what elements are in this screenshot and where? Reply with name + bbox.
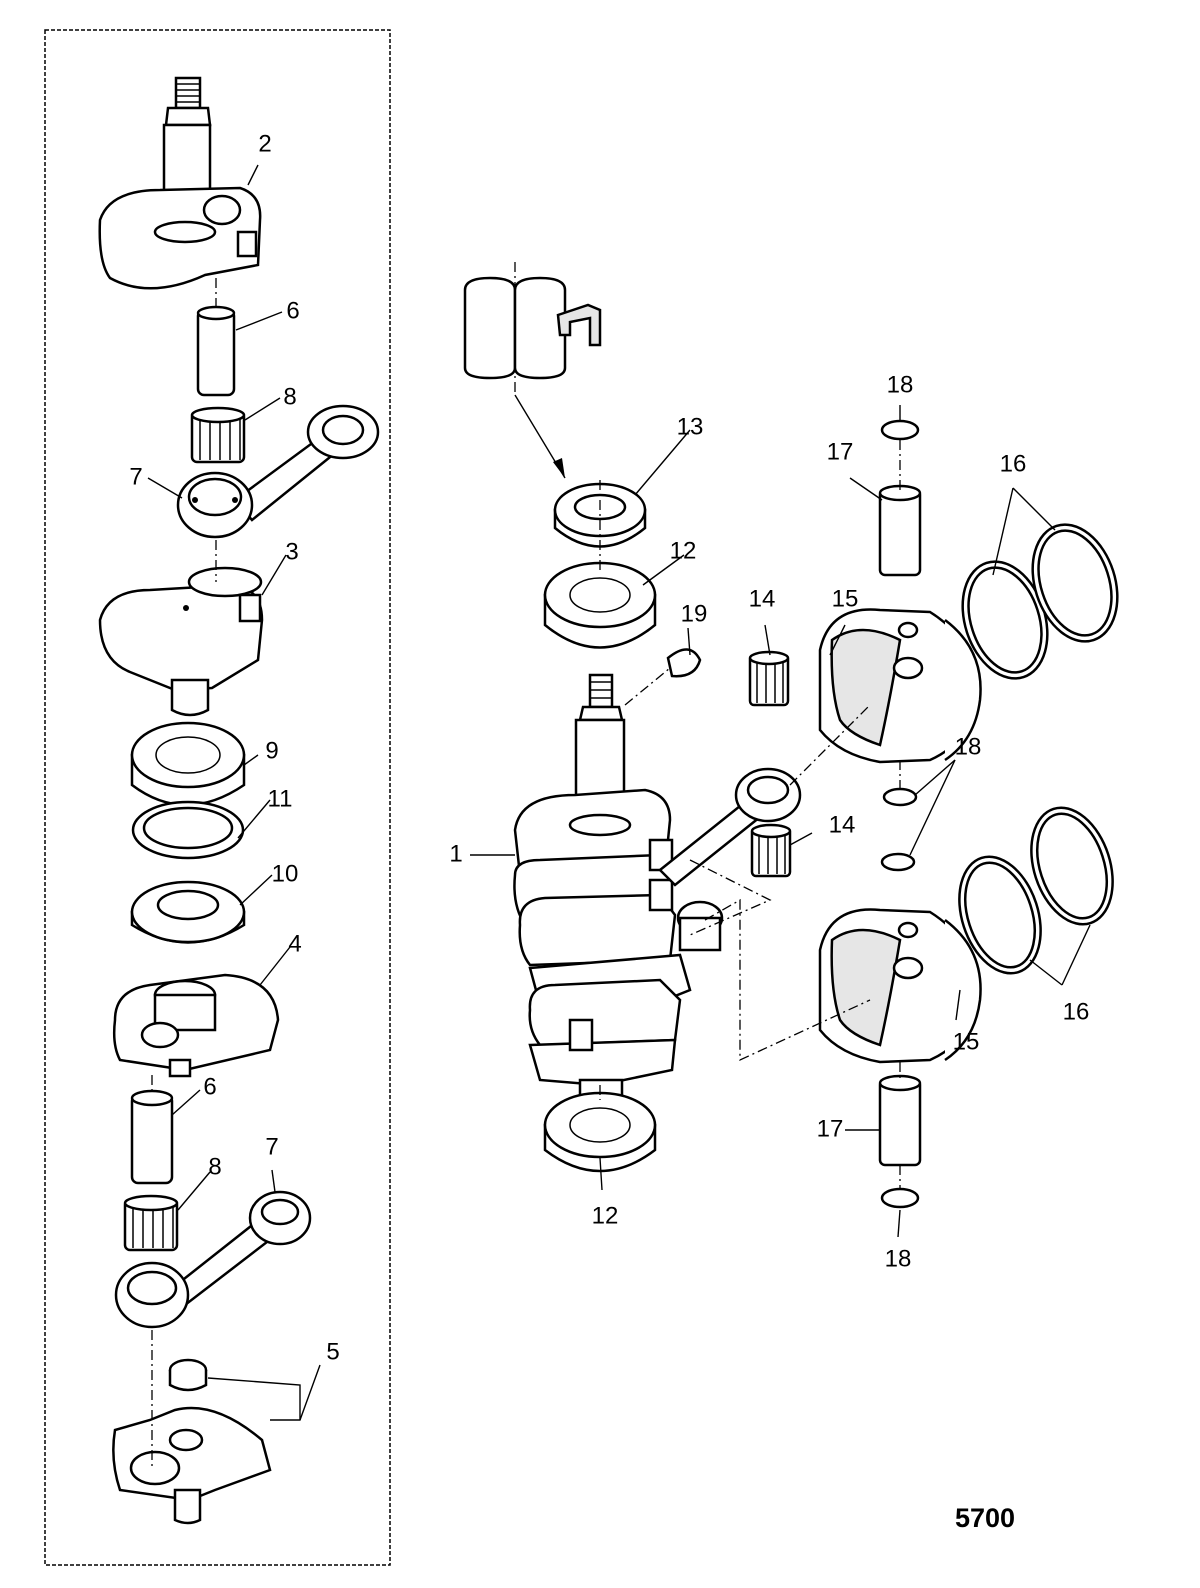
callout-8-lower: 8: [208, 1153, 221, 1180]
callout-1: 1: [449, 840, 462, 867]
part-18-clip-upper: [880, 419, 920, 441]
part-14-needle-bearing-lower: [750, 823, 792, 878]
left-panel-border: [44, 29, 391, 1566]
callout-5: 5: [326, 1338, 339, 1365]
part-4-crank-web-lower: [112, 973, 280, 1078]
callout-8: 8: [283, 383, 296, 410]
callout-6-lower: 6: [203, 1073, 216, 1100]
axis-piston-lower-link: [704, 898, 871, 1062]
callout-3: 3: [285, 538, 298, 565]
part-7-connecting-rod-lower: [114, 1190, 312, 1329]
part-5-lower-crank-web: [112, 1358, 272, 1525]
part-14-needle-bearing-upper: [748, 650, 790, 707]
inset-seal-detail: [463, 262, 602, 392]
callout-15-upper: 15: [832, 585, 859, 612]
callout-14-lower: 14: [829, 811, 856, 838]
part-3-crank-web: [98, 566, 264, 717]
part-6-crank-pin-upper: [196, 305, 236, 397]
part-18-clip-lower-a: [880, 852, 916, 872]
part-19-woodruff-key: [666, 648, 702, 678]
part-18-clip-lower-b: [880, 1187, 920, 1209]
callout-2: 2: [258, 130, 271, 157]
callout-17-upper: 17: [827, 438, 854, 465]
part-17-wrist-pin-lower: [878, 1078, 922, 1167]
part-1-crankshaft-assembly: [513, 673, 802, 1107]
callout-4: 4: [288, 930, 301, 957]
part-6-crank-pin-lower: [130, 1089, 174, 1185]
callout-7: 7: [129, 463, 142, 490]
part-8-needle-bearing-lower: [123, 1194, 179, 1252]
figure-number: 5700: [955, 1503, 1015, 1533]
callout-18-mid: 18: [955, 733, 982, 760]
callout-13: 13: [677, 413, 704, 440]
part-10-seal: [130, 880, 246, 944]
part-18-clip-upper-b: [882, 787, 918, 807]
callout-10: 10: [272, 860, 299, 887]
callout-15-lower: 15: [953, 1028, 980, 1055]
axis-rod-lower: [689, 859, 772, 936]
piston-lower-group: [818, 806, 1114, 1209]
callout-12-lower: 12: [592, 1202, 619, 1229]
callout-9: 9: [265, 737, 278, 764]
inset-arrow-head: [553, 458, 565, 478]
part-2-upper-crankshaft: [98, 76, 262, 290]
callout-6: 6: [286, 297, 299, 324]
callout-12-upper: 12: [670, 537, 697, 564]
callout-7-lower: 7: [265, 1133, 278, 1160]
axis-key: [624, 667, 671, 706]
callout-16-upper: 16: [1000, 450, 1027, 477]
part-9-ball-bearing: [130, 721, 246, 807]
part-17-wrist-pin-upper: [878, 488, 922, 577]
callout-11: 11: [268, 785, 293, 812]
callout-17-lower: 17: [817, 1115, 844, 1142]
callout-16-lower: 16: [1063, 998, 1090, 1025]
callout-18-bottom: 18: [885, 1245, 912, 1272]
callout-18-top: 18: [887, 371, 914, 398]
part-11-seal-ring: [131, 800, 245, 860]
leader-lines: [147, 164, 1091, 1421]
part-12-ball-bearing-upper: [543, 561, 657, 649]
callout-14-upper: 14: [749, 585, 776, 612]
part-8-needle-bearing-upper: [190, 406, 246, 464]
part-7-connecting-rod-upper: [176, 404, 380, 539]
axis-rod-upper: [789, 704, 871, 786]
callout-19: 19: [681, 600, 708, 627]
